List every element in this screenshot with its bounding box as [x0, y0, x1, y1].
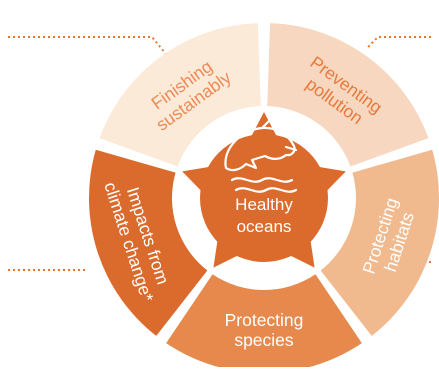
segment-label-line1: Protecting — [225, 310, 304, 330]
segment-preventing-pollution — [267, 23, 429, 167]
segment-impacts-climate-change — [88, 149, 208, 336]
center-circle — [200, 134, 328, 262]
center-label-line1: Healthy — [235, 195, 293, 214]
segment-protecting-species — [166, 274, 362, 372]
center-label-line2: oceans — [237, 217, 292, 236]
segment-finishing-sustainably — [99, 23, 261, 167]
center-hub: Healthy oceans — [182, 112, 346, 268]
dolphin-icon — [224, 116, 298, 193]
connector-top-left — [8, 36, 167, 55]
connector-top-right — [365, 36, 431, 50]
segment-protecting-habitats — [320, 149, 439, 336]
segment-label-line2: species — [234, 330, 294, 350]
